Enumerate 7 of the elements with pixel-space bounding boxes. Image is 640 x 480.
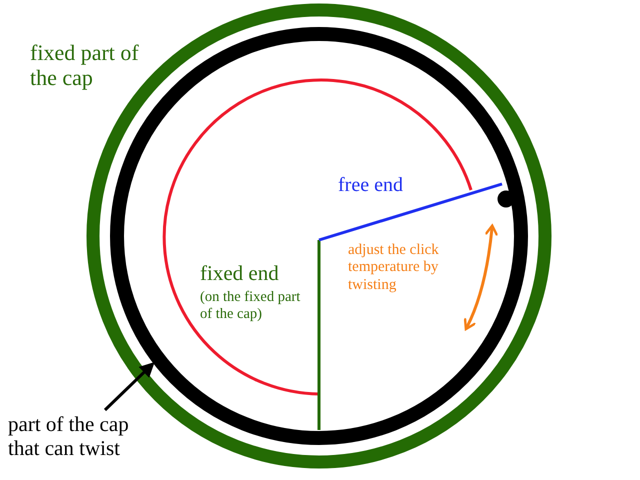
leader-arrow (104, 362, 155, 412)
part-label: fixed part of the cap (30, 40, 140, 91)
part-label: free end (338, 174, 404, 197)
part-label: part of the cap that can twist (8, 412, 158, 460)
note-text: (on the fixed part of the cap) (200, 289, 302, 322)
part-label: fixed end (200, 261, 280, 286)
note-text: adjust the click temperature by twisting (348, 242, 440, 294)
